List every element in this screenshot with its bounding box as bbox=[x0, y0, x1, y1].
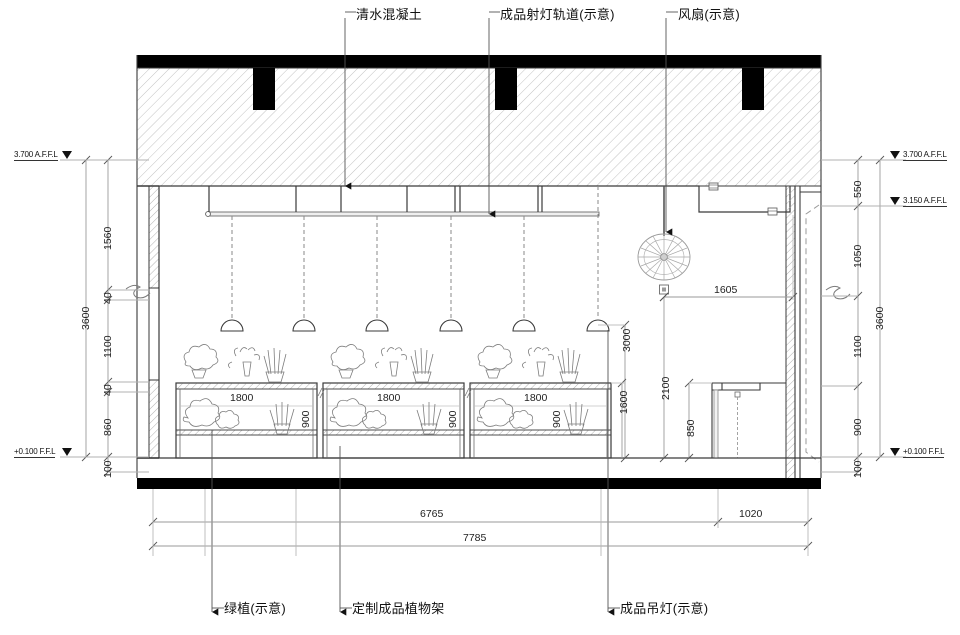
left-wall bbox=[137, 185, 160, 459]
planter-height-1: 900 bbox=[300, 410, 312, 428]
green-plants bbox=[182, 344, 589, 435]
material-tags bbox=[708, 182, 778, 216]
break-line-icon-left bbox=[125, 284, 151, 299]
level-label-right-3700: 3.700 A.F.F.L bbox=[903, 150, 947, 161]
counter-cabinet bbox=[711, 382, 787, 459]
callout-leaders-bottom bbox=[211, 330, 620, 616]
track-light-rail bbox=[205, 186, 600, 217]
level-triangle-icon-left-3700 bbox=[62, 151, 72, 159]
dimension-850: 850 bbox=[685, 419, 697, 437]
level-label-right-0100: +0.100 F.F.L bbox=[903, 447, 945, 458]
dimension-3600-right: 3600 bbox=[874, 306, 886, 330]
pendant-lamps bbox=[220, 186, 610, 332]
level-label-left-0100: +0.100 F.F.L bbox=[14, 447, 56, 458]
planter-width-1: 1800 bbox=[230, 392, 254, 404]
ceiling-beams bbox=[253, 68, 764, 110]
planter-dimension-ticks bbox=[317, 387, 472, 399]
dimension-100-right: 100 bbox=[852, 460, 864, 478]
level-triangle-icon-right-3150 bbox=[890, 197, 900, 205]
dimension-3600-left: 3600 bbox=[80, 306, 92, 330]
dimension-2100: 2100 bbox=[660, 376, 672, 400]
right-dimension-chain bbox=[821, 155, 906, 477]
dimension-7785: 7785 bbox=[463, 532, 487, 544]
floor-slab bbox=[137, 457, 821, 489]
level-label-left-3700: 3.700 A.F.F.L bbox=[14, 150, 58, 161]
dimension-900-right: 900 bbox=[852, 418, 864, 436]
dimension-1020: 1020 bbox=[739, 508, 763, 520]
ceiling-concrete-hatch bbox=[136, 55, 822, 187]
level-label-right-3150: 3.150 A.F.F.L bbox=[903, 196, 947, 207]
level-triangle-icon-right-3700 bbox=[890, 151, 900, 159]
callout-label-concrete: 清水混凝土 bbox=[356, 7, 423, 22]
level-triangle-icon-right-0100 bbox=[890, 448, 900, 456]
callout-label-track-light: 成品射灯轨道(示意) bbox=[500, 7, 615, 22]
dimension-40-lower: 40 bbox=[102, 384, 114, 396]
level-triangle-icon-left-0100 bbox=[62, 448, 72, 456]
dimension-1050: 1050 bbox=[852, 244, 864, 268]
ceiling-fan-icon bbox=[637, 186, 691, 295]
callout-label-pendant-lamp: 成品吊灯(示意) bbox=[620, 601, 709, 616]
dimension-1600: 1600 bbox=[618, 390, 630, 414]
break-line-icon-right bbox=[825, 285, 851, 300]
dimension-1605: 1605 bbox=[714, 284, 738, 296]
dimension-1100-left: 1100 bbox=[102, 335, 114, 358]
dimension-100-left: 100 bbox=[102, 460, 114, 478]
planter-height-3: 900 bbox=[551, 410, 563, 428]
callout-label-plant-shelf: 定制成品植物架 bbox=[352, 601, 445, 616]
interior-shell bbox=[158, 185, 791, 458]
callout-label-fan: 风扇(示意) bbox=[678, 7, 740, 22]
dimension-1100-right: 1100 bbox=[852, 335, 864, 358]
dimension-40-upper: 40 bbox=[102, 292, 114, 304]
callout-leaders-top bbox=[344, 11, 678, 236]
dimension-550: 550 bbox=[852, 180, 864, 198]
planter-width-3: 1800 bbox=[524, 392, 548, 404]
door-swing-indication bbox=[805, 204, 820, 463]
dimension-1560: 1560 bbox=[102, 226, 114, 250]
planter-shelf-units bbox=[175, 382, 612, 459]
callout-label-green-plant: 绿植(示意) bbox=[224, 601, 286, 616]
right-wall-assembly bbox=[785, 185, 821, 481]
planter-height-2: 900 bbox=[447, 410, 459, 428]
left-dimension-chain bbox=[60, 155, 149, 477]
interior-dimension-lines bbox=[598, 215, 798, 463]
bottom-dimension-chain bbox=[148, 489, 813, 556]
room-outline bbox=[136, 55, 822, 478]
dimension-860: 860 bbox=[102, 418, 114, 436]
dimension-3000: 3000 bbox=[621, 328, 633, 352]
dimension-6765: 6765 bbox=[420, 508, 444, 520]
planter-width-2: 1800 bbox=[377, 392, 401, 404]
